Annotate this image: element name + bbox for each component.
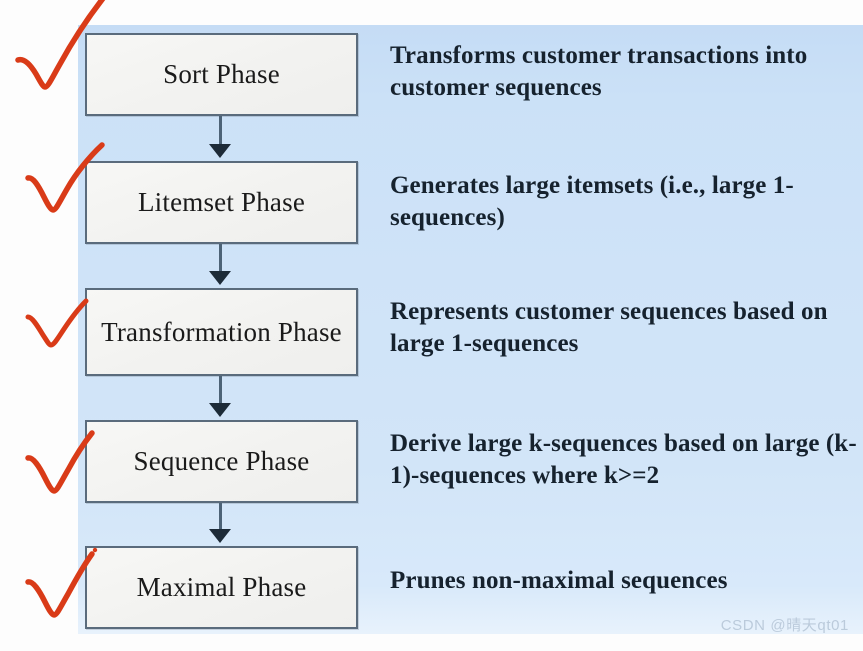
flow-node-label: Maximal Phase — [136, 572, 307, 603]
connector-line-2 — [219, 244, 222, 273]
flow-node-transformation-phase[interactable]: Transformation Phase — [85, 288, 358, 376]
flow-node-litemset-phase[interactable]: Litemset Phase — [85, 161, 358, 244]
flow-node-label: Litemset Phase — [137, 187, 305, 218]
connector-line-3 — [219, 376, 222, 405]
connector-arrow-3 — [209, 403, 231, 417]
connector-arrow-2 — [209, 271, 231, 285]
connector-line-4 — [219, 503, 222, 531]
connector-arrow-1 — [209, 144, 231, 158]
description-transformation-phase: Represents customer sequences based on l… — [390, 298, 828, 357]
description-sort-phase: Transforms customer transactions into cu… — [390, 42, 808, 101]
flow-node-label: Sequence Phase — [133, 446, 310, 477]
flow-node-maximal-phase[interactable]: Maximal Phase — [85, 546, 358, 629]
flow-node-label: Sort Phase — [163, 59, 280, 90]
flow-node-label: Transformation Phase — [101, 316, 342, 347]
flow-node-sequence-phase[interactable]: Sequence Phase — [85, 420, 358, 503]
connector-arrow-4 — [209, 529, 231, 543]
watermark-text: CSDN @晴天qt01 — [720, 617, 849, 634]
description-maximal-phase: Prunes non-maximal sequences — [390, 567, 728, 594]
flow-node-sort-phase[interactable]: Sort Phase — [85, 33, 358, 116]
description-sequence-phase: Derive large k-sequences based on large … — [390, 430, 857, 489]
description-litemset-phase: Generates large itemsets (i.e., large 1-… — [390, 172, 794, 231]
connector-line-1 — [219, 116, 222, 146]
